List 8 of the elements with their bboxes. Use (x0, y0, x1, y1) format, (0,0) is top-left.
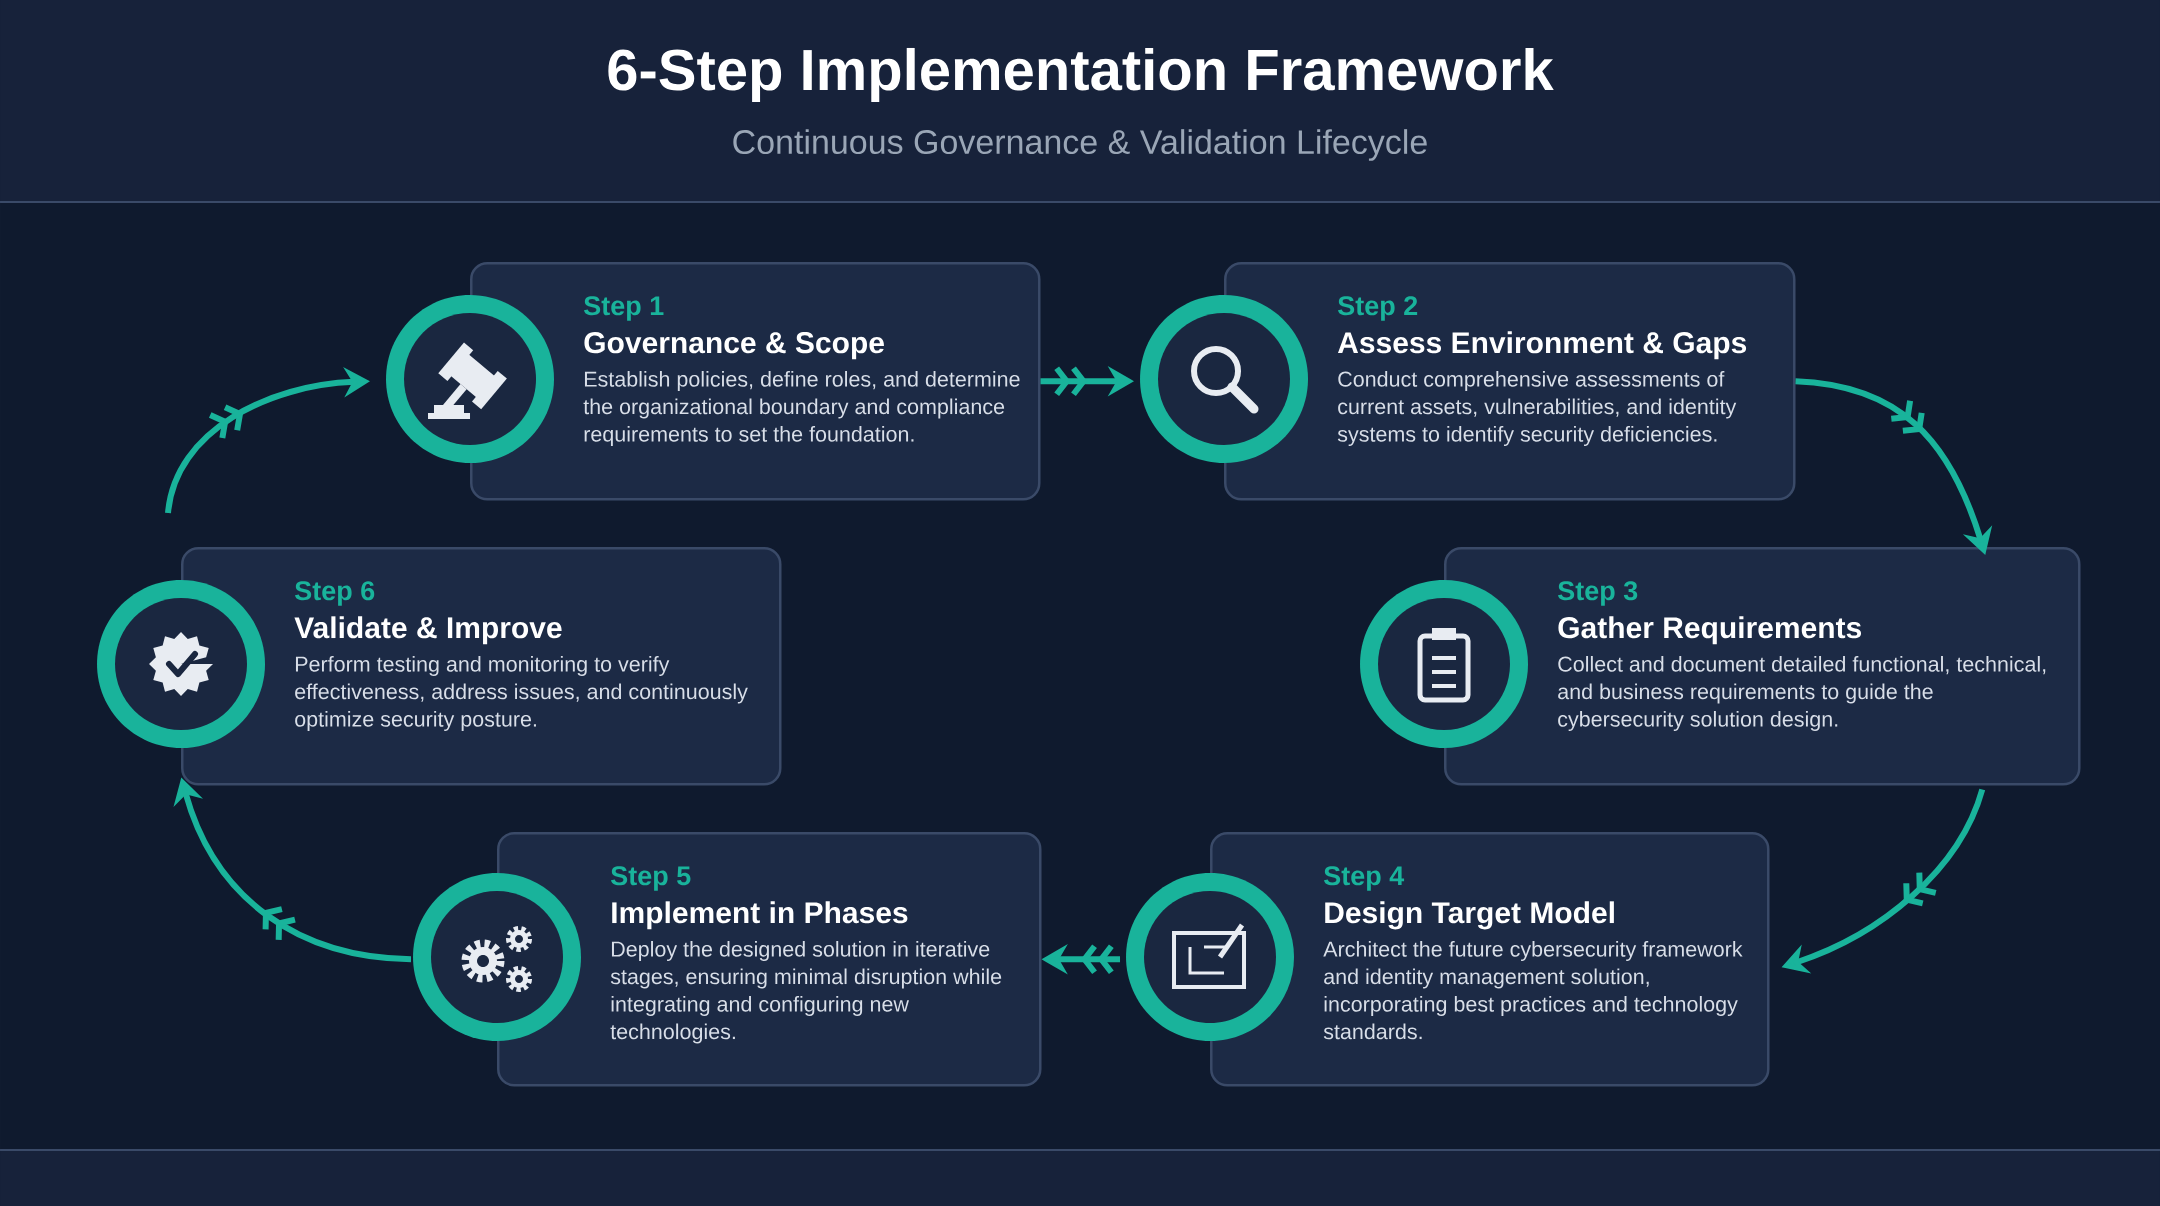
step-card: Step 3 Gather Requirements Collect and document detailed functional, technical, and business requirements to guide the cybersecurity solution design. (1444, 547, 2081, 786)
step-card: Step 5 Implement in Phases Deploy the designed solution in iterative stages, ensuring minimal disruption while integrating and configuring new technologies. (497, 832, 1042, 1087)
step-card: Step 6 Validate & Improve Perform testing and monitoring to verify effectiveness, address issues, and continuously optimize security posture. (181, 547, 782, 786)
step-card: Step 1 Governance & Scope Establish policies, define roles, and determine the organizational boundary and compliance requirements to set the foundation. (470, 262, 1041, 501)
step-card: Step 2 Assess Environment & Gaps Conduct comprehensive assessments of current assets, vulnerabilities, and identity systems to identify security deficiencies. (1224, 262, 1796, 501)
title: 6-Step Implementation Framework (608, 47, 1554, 102)
subtitle: Continuous Governance & Validation Lifecycle (733, 129, 1427, 161)
step-card: Step 4 Design Target Model Architect the future cybersecurity framework and identity management solution, incorporating best practices and technology standards. (1210, 832, 1770, 1087)
